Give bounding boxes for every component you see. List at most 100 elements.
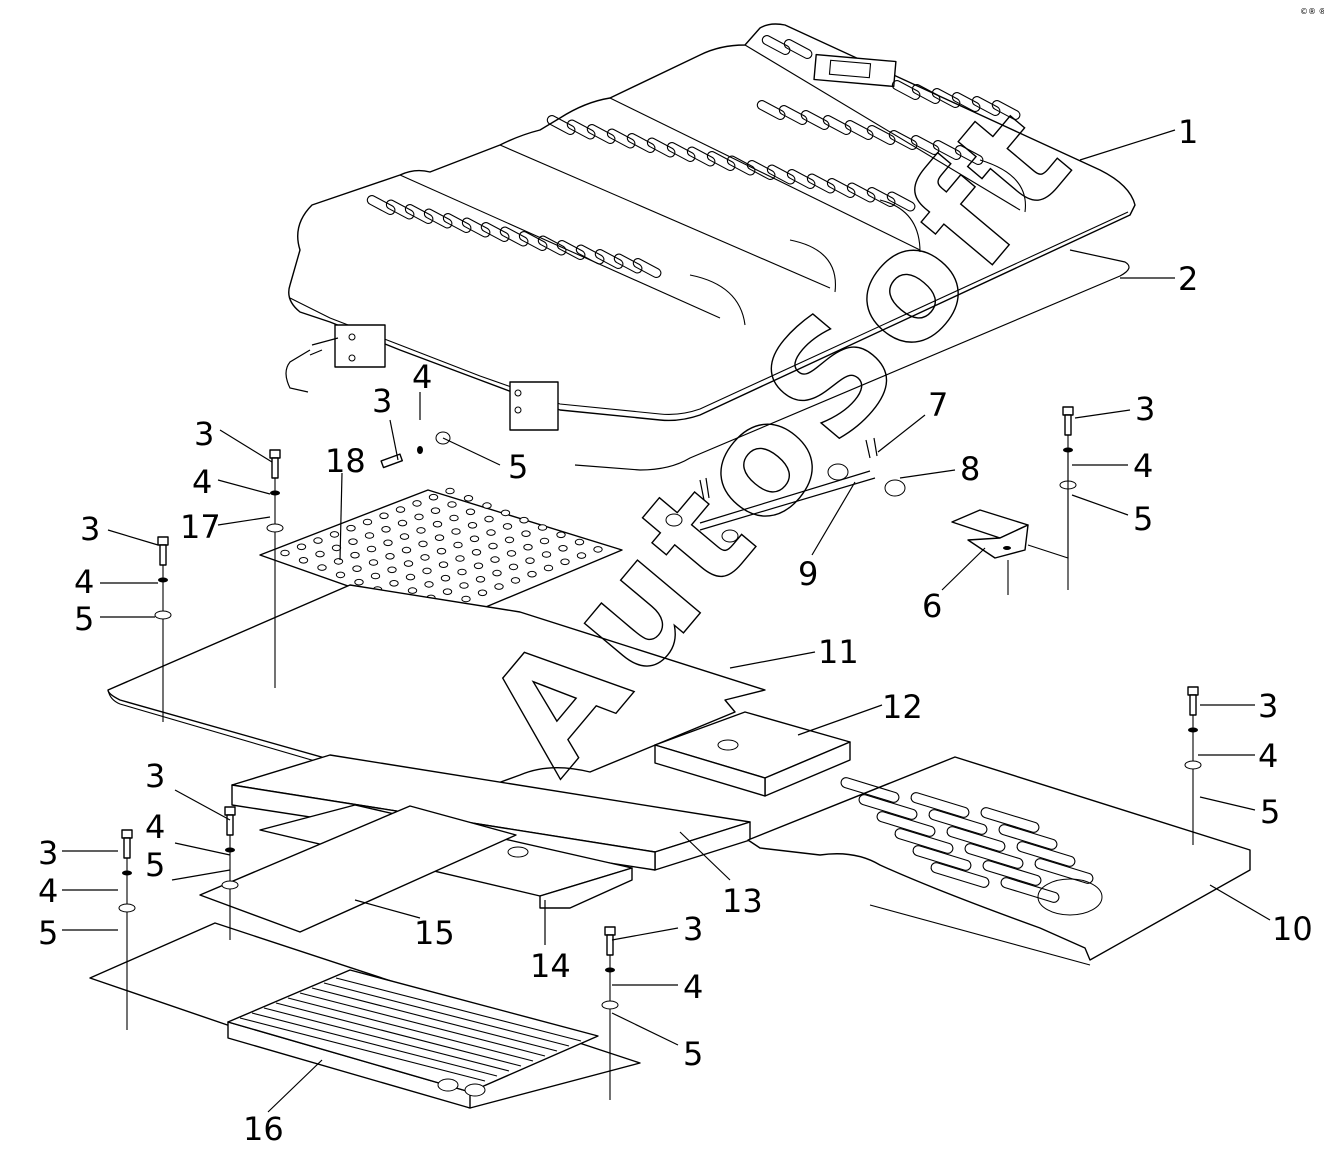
callout-3: 3 bbox=[38, 834, 58, 872]
perforation-hole bbox=[383, 539, 393, 547]
perforation-hole bbox=[385, 553, 395, 560]
cover-slot bbox=[866, 187, 896, 208]
callout-12: 12 bbox=[882, 688, 923, 726]
cover-slot bbox=[806, 173, 836, 194]
bolt-shank bbox=[606, 934, 614, 956]
callout-7: 7 bbox=[928, 386, 948, 424]
perforation-hole bbox=[387, 566, 397, 574]
cover-slot bbox=[756, 100, 786, 121]
perforation-hole bbox=[428, 493, 439, 501]
cover-hinges bbox=[334, 324, 559, 431]
plate-slot bbox=[946, 826, 1006, 852]
bolt-head bbox=[121, 829, 133, 839]
part-10-slotted-plate bbox=[747, 756, 1251, 966]
perforation-hole bbox=[471, 549, 482, 556]
perforation-hole bbox=[523, 543, 533, 551]
perforation-hole bbox=[354, 578, 364, 586]
perforation-hole bbox=[469, 535, 480, 543]
flat-washer bbox=[118, 903, 136, 913]
tray-fin bbox=[287, 997, 534, 1062]
plate-slot bbox=[982, 860, 1042, 886]
perforation-hole bbox=[459, 582, 469, 589]
callout-5: 5 bbox=[74, 600, 94, 638]
callout-3: 3 bbox=[80, 510, 100, 548]
perforation-hole bbox=[494, 583, 504, 590]
flat-washer bbox=[266, 523, 284, 533]
cover-slot bbox=[846, 182, 876, 203]
perforation-hole bbox=[455, 555, 465, 562]
perforation-hole bbox=[521, 530, 531, 538]
cover-slot bbox=[632, 258, 662, 279]
cover-slot bbox=[800, 110, 830, 131]
perforation-hole bbox=[348, 538, 358, 546]
part-12-block bbox=[654, 711, 851, 797]
fastener-stacks bbox=[118, 406, 1202, 1100]
tray-fin bbox=[311, 987, 558, 1052]
perforation-hole bbox=[436, 547, 447, 555]
perforation-hole bbox=[461, 595, 471, 603]
callout-3: 3 bbox=[372, 382, 392, 420]
perforation-hole bbox=[438, 561, 449, 569]
callout-4: 4 bbox=[192, 463, 212, 501]
perforation-hole bbox=[560, 558, 570, 566]
callout-17: 17 bbox=[180, 508, 221, 546]
perforation-hole bbox=[389, 580, 399, 587]
lock-washer bbox=[158, 577, 168, 583]
part-18-perforated-plate bbox=[259, 487, 623, 623]
perforation-hole bbox=[574, 538, 585, 546]
perforation-hole bbox=[484, 515, 494, 523]
callout-14: 14 bbox=[530, 947, 571, 985]
bolt-shank bbox=[271, 457, 279, 479]
cover-slot bbox=[822, 115, 852, 136]
bolt-shank bbox=[1064, 414, 1072, 436]
flat-washer bbox=[601, 1000, 619, 1010]
cover-slot bbox=[546, 115, 576, 136]
cover-slot bbox=[746, 160, 776, 181]
lock-washer bbox=[1188, 727, 1198, 733]
perforation-hole bbox=[403, 560, 414, 567]
tray-fin bbox=[239, 1017, 486, 1082]
plate-slot bbox=[858, 794, 918, 820]
perforation-hole bbox=[510, 577, 521, 584]
tray-fin bbox=[299, 992, 546, 1057]
perforation-hole bbox=[527, 570, 537, 578]
callout-13: 13 bbox=[722, 882, 763, 920]
part-16-tray bbox=[89, 922, 641, 1109]
perforation-hole bbox=[333, 558, 344, 565]
perforation-hole bbox=[381, 526, 391, 533]
lock-washer bbox=[605, 967, 615, 973]
perforation-hole bbox=[422, 567, 432, 575]
cover-slot bbox=[586, 124, 616, 145]
pin bbox=[699, 437, 878, 501]
perforation-hole bbox=[329, 531, 340, 538]
perforation-hole bbox=[414, 513, 424, 521]
callout-4: 4 bbox=[412, 358, 432, 396]
cover-slot bbox=[826, 178, 856, 199]
perforation-hole bbox=[449, 514, 459, 522]
cover-slot bbox=[626, 133, 656, 154]
callout-4: 4 bbox=[38, 872, 58, 910]
perforation-hole bbox=[492, 569, 502, 577]
cover-slot bbox=[891, 80, 921, 101]
bolt-shank bbox=[1189, 694, 1197, 716]
perforation-hole bbox=[576, 552, 587, 559]
callout-4: 4 bbox=[74, 563, 94, 601]
cover-slot bbox=[886, 191, 916, 212]
perforation-hole bbox=[430, 507, 441, 515]
callout-4: 4 bbox=[145, 808, 165, 846]
perforation-hole bbox=[298, 557, 309, 564]
perforation-hole bbox=[412, 500, 422, 507]
tray-fin bbox=[335, 977, 582, 1042]
perforation-hole bbox=[508, 563, 519, 571]
part-6-bracket bbox=[951, 509, 1029, 559]
cover-slot bbox=[888, 130, 918, 151]
perforation-hole bbox=[420, 554, 430, 561]
cover-slot bbox=[646, 137, 676, 158]
leader-lines bbox=[62, 129, 1271, 1113]
callout-5: 5 bbox=[145, 846, 165, 884]
perforation-hole bbox=[418, 540, 428, 548]
flat-washer bbox=[221, 880, 239, 890]
perforation-hole bbox=[399, 533, 410, 540]
perforation-hole bbox=[504, 536, 515, 544]
callout-4: 4 bbox=[1133, 447, 1153, 485]
